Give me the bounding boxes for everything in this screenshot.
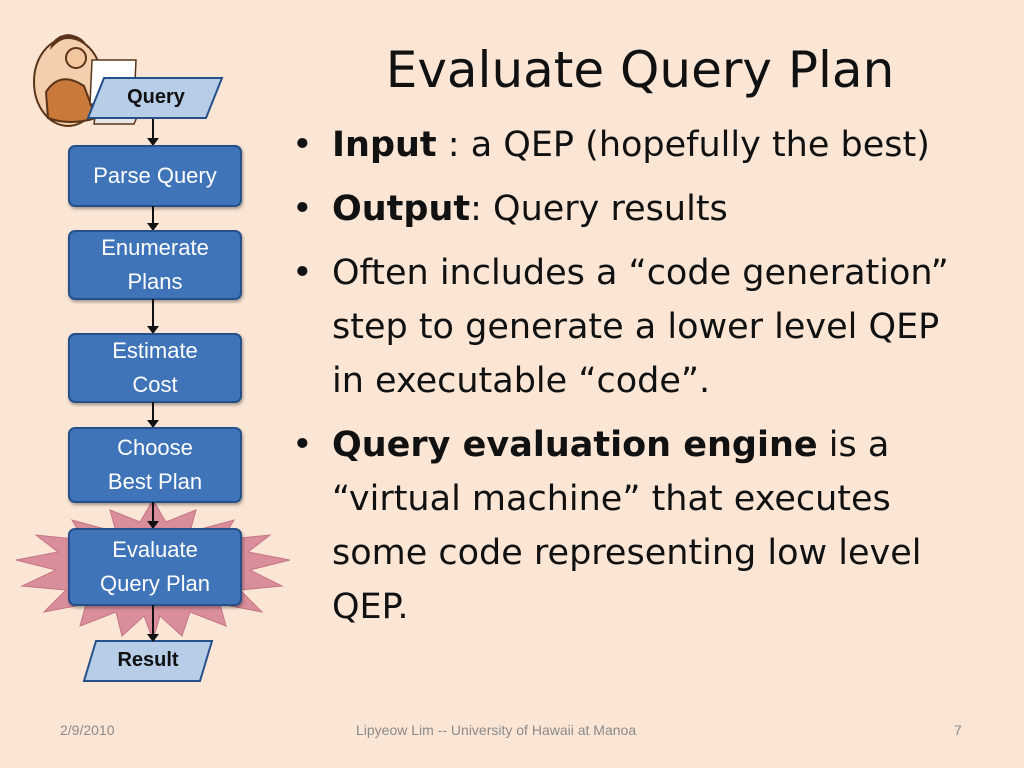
step-label-line1: Estimate [112, 338, 198, 363]
step-label-line2: Best Plan [107, 469, 203, 494]
arrow-3 [147, 299, 159, 334]
footer-author: Lipyeow Lim -- University of Hawaii at M… [356, 722, 637, 738]
bullet-bold: Output [332, 189, 471, 229]
arrow-6 [147, 605, 159, 642]
bullet-item-output: Output: Query results [292, 182, 972, 236]
bullet-text: : a QEP (hopefully the best) [436, 125, 930, 165]
bullet-text: is a “virtual machine” that executes som… [332, 425, 922, 627]
step-parse-query: Parse Query [68, 145, 242, 207]
step-estimate-cost: Estimate Cost [68, 333, 242, 403]
arrow-5 [147, 502, 159, 529]
bullet-item-evaluation-engine: Query evaluation engine is a “virtual ma… [292, 418, 972, 634]
step-label-line1: Choose [117, 435, 193, 460]
result-output-shape [82, 640, 214, 682]
query-input-label: Query [127, 86, 185, 108]
arrow-2 [147, 206, 159, 231]
result-output-label: Result [117, 649, 179, 671]
step-label-line2: Plans [127, 269, 183, 294]
arrow-1 [147, 119, 159, 146]
step-label: Parse Query [93, 163, 217, 188]
step-evaluate-query-plan: Evaluate Query Plan [68, 528, 242, 606]
bullet-text: : Query results [470, 189, 728, 229]
arrow-4 [147, 402, 159, 428]
footer-date: 2/9/2010 [60, 722, 115, 738]
slide-title: Evaluate Query Plan [385, 41, 895, 99]
step-choose-best-plan: Choose Best Plan [68, 427, 242, 503]
query-input-shape [86, 77, 224, 119]
step-label-line2: Cost [132, 372, 178, 397]
step-label-line1: Evaluate [112, 537, 198, 562]
step-enumerate-plans: Enumerate Plans [68, 230, 242, 300]
bullet-list: Input : a QEP (hopefully the best) Outpu… [292, 118, 972, 644]
footer-page-number: 7 [954, 722, 962, 738]
step-label-line1: Enumerate [101, 235, 209, 260]
flowchart: Query Result Parse Query Enumerate Plans… [0, 0, 300, 700]
bullet-text: Often includes a “code generation” step … [332, 253, 949, 401]
step-label-line2: Query Plan [99, 571, 211, 596]
bullet-bold: Query evaluation engine [332, 425, 818, 465]
bullet-item-input: Input : a QEP (hopefully the best) [292, 118, 972, 172]
bullet-bold: Input [332, 125, 437, 165]
bullet-item-code-generation: Often includes a “code generation” step … [292, 246, 972, 408]
